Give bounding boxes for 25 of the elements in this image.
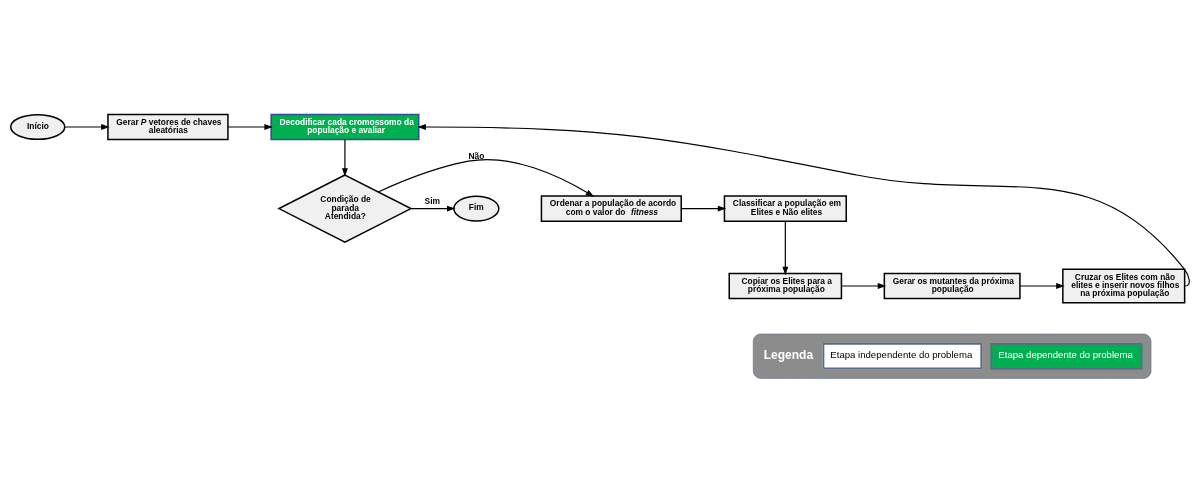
node-ellipse: Fim <box>453 195 500 222</box>
node-box: Ordenar a população de acordo com o valor do fitness <box>540 195 682 222</box>
arrow <box>417 124 1190 287</box>
arrow <box>227 124 273 130</box>
node-diamond: Condição de parada Atendida? <box>277 174 413 244</box>
arrow <box>410 205 456 212</box>
arrow <box>377 159 595 197</box>
arrow <box>64 124 110 130</box>
node-box: Gerar P vetores de chaves aleatórias <box>107 113 229 141</box>
node-box: Classificar a população em Elites e Não elites <box>723 195 847 222</box>
arrow <box>782 220 789 276</box>
arrow <box>840 283 887 289</box>
arrow <box>342 139 348 177</box>
node-ellipse: Início <box>10 113 66 141</box>
legend-label: Etapa independente do problema <box>830 349 973 361</box>
node-box: Cruzar os Elites com não elites e inserir novos filhos na próxima população <box>1062 268 1186 304</box>
legend-label: Etapa dependente do problema <box>998 349 1133 361</box>
edge-label: Sim <box>424 195 440 206</box>
arrow <box>1019 283 1065 289</box>
label: Legenda <box>763 347 814 362</box>
node-box: Decodificar cada cromossomo da população e avaliar <box>270 113 420 141</box>
arrow <box>680 205 727 212</box>
node-box: Copiar os Elites para a próxima população <box>728 272 843 300</box>
node-box: Gerar os mutantes da próxima população <box>883 272 1021 300</box>
edge-label: Não <box>468 150 485 161</box>
